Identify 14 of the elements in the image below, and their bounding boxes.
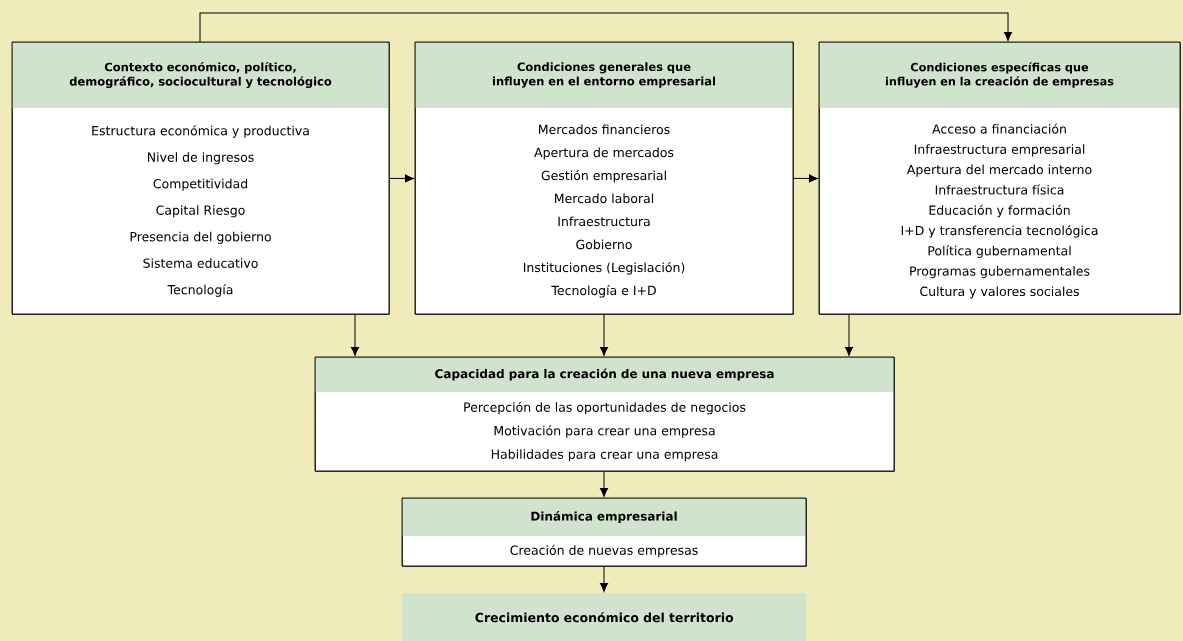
arrow [844, 314, 854, 356]
process-box: Contexto económico, político, demográfico, sociocultural y tecnológico Estructura económica y productiva Nivel de ingresos Competitividad Capital Riesgo Presencia del gobierno Sistema educativo Tecnología [11, 41, 390, 315]
process-box: Capacidad para la creación de una nueva empresa Percepción de las oportunidades de negocios Motivación para crear una empresa Habilidades para crear una empresa [314, 356, 895, 472]
process-box: Dinámica empresarial Creación de nuevas empresas [401, 497, 807, 567]
arrow [599, 314, 609, 356]
arrow [793, 174, 818, 183]
process-box: Condiciones específicas que influyen en la creación de empresas Acceso a financiación Infraestructura empresarial Apertura del mercado interno Infraestructura física Educación y formación I+D y transferencia tecnológica Política gubernamental Programas gubernamentales Cultura y valores sociales [818, 41, 1181, 315]
arrow [599, 471, 609, 497]
arrow [389, 174, 414, 183]
result-band: Crecimiento económico del territorio [402, 593, 807, 641]
process-box: Condiciones generales que influyen en el entorno empresarial Mercados financieros Apertura de mercados Gestión empresarial Mercado laboral Infraestructura Gobierno Instituciones (Legislación) Tecnología e I+D [414, 41, 794, 315]
arrow [350, 314, 360, 356]
arrow [199, 12, 1013, 43]
arrow [599, 566, 609, 592]
